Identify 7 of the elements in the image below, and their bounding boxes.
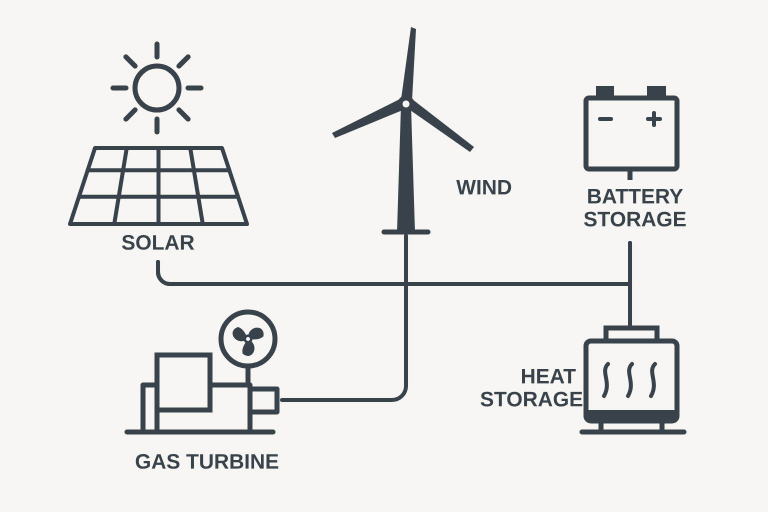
component-label: GAS TURBINE: [136, 454, 278, 469]
component-label: SOLAR: [122, 235, 194, 250]
connector-line: [628, 241, 632, 327]
component-label: HEAT STORAGE: [480, 369, 582, 406]
connector-line: [280, 234, 408, 402]
component-label: BATTERY STORAGE: [584, 189, 686, 226]
component-label: WIND: [456, 180, 512, 194]
